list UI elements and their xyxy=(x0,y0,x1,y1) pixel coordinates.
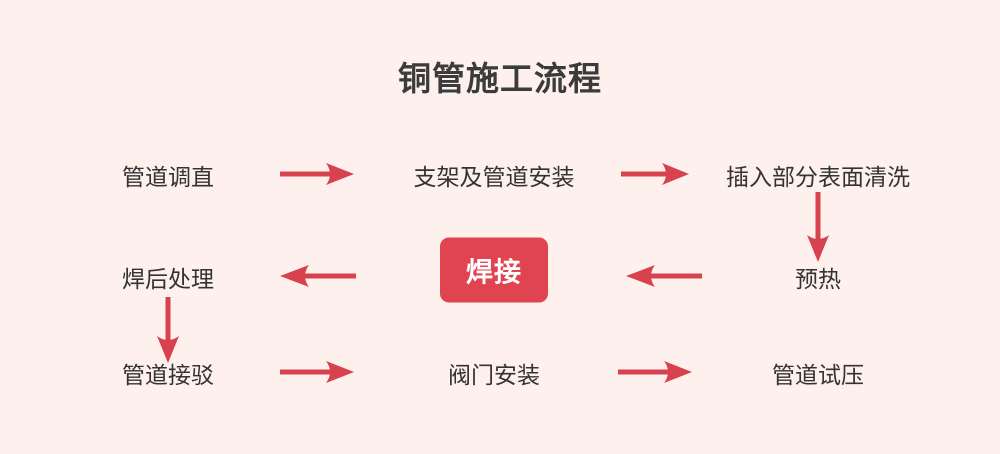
flow-node-bracket-pipe-install[interactable]: 支架及管道安装 xyxy=(413,164,575,190)
page-title: 铜管施工流程 xyxy=(398,60,602,97)
arrow-left-icon xyxy=(624,263,704,289)
arrow-down-icon xyxy=(155,295,181,365)
flow-node-pipe-straightening[interactable]: 管道调直 xyxy=(122,164,214,190)
arrow-left-icon xyxy=(278,263,358,289)
arrow-right-icon xyxy=(619,161,691,187)
flow-node-valve-install[interactable]: 阀门安装 xyxy=(448,362,540,388)
flow-node-welding-highlight[interactable]: 焊接 xyxy=(440,237,548,303)
arrow-right-icon xyxy=(278,359,356,385)
flow-node-insert-surface-cleaning[interactable]: 插入部分表面清洗 xyxy=(726,164,910,190)
arrow-down-icon xyxy=(805,190,831,264)
flow-node-pipe-connection[interactable]: 管道接驳 xyxy=(122,362,214,388)
arrow-right-icon xyxy=(278,161,356,187)
arrow-right-icon xyxy=(616,359,694,385)
flow-node-post-weld-treatment[interactable]: 焊后处理 xyxy=(122,266,214,292)
flow-node-pipe-pressure-test[interactable]: 管道试压 xyxy=(772,362,864,388)
flow-node-preheat[interactable]: 预热 xyxy=(795,266,841,292)
